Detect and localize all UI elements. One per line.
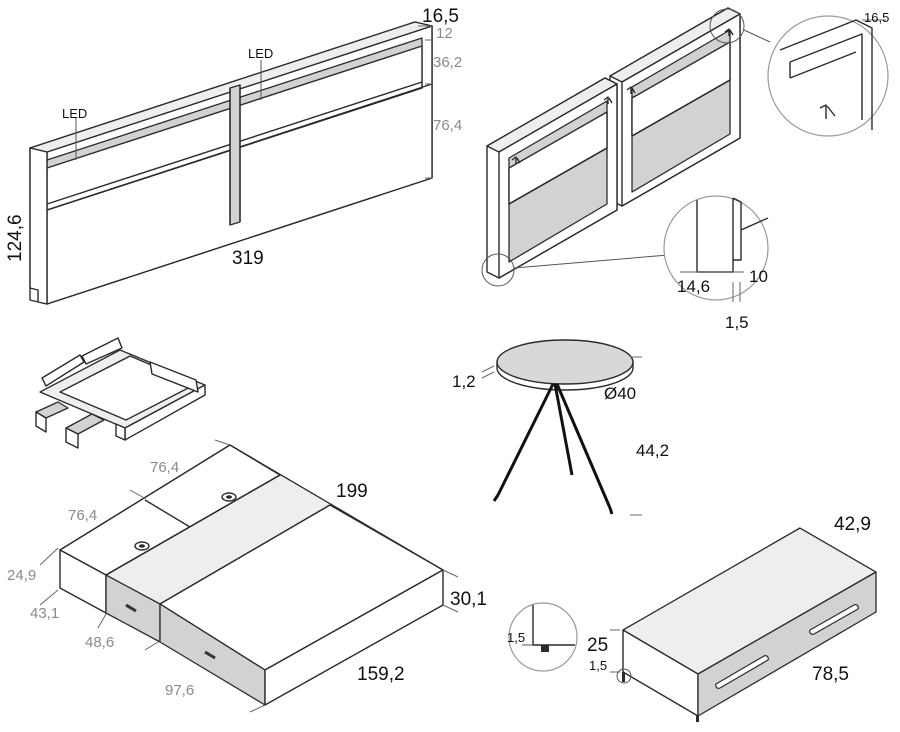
bed-left-height-label: 24,9 [7,567,36,584]
bed-right-height-label: 30,1 [450,589,487,610]
lid-depth-front-label: 76,4 [68,507,97,524]
led-label-left: LED [62,106,87,121]
shelf-height-label: 36,2 [433,54,462,71]
drawer-detail-foot-label: 1,5 [507,630,525,645]
storage-bed-base: 76,4 76,4 199 24,9 30,1 43,1 48,6 97,6 1… [7,439,487,713]
headboard-back-view: 16,5 14,6 10 1,5 [481,7,889,332]
table-height-label: 44,2 [636,441,669,460]
bed-drawer-width-2-label: 97,6 [165,682,194,699]
detail-width-label: 14,6 [677,277,710,296]
bed-open-illustration [35,337,206,449]
bed-length-label: 199 [336,481,368,502]
drawer-unit-depth-label: 42,9 [834,514,871,535]
detail-gap-label: 1,5 [725,313,749,332]
bed-left-width-label: 43,1 [30,605,59,622]
table-top-thickness-label: 1,2 [452,372,476,391]
detail-height-label: 10 [749,267,768,286]
headboard-depth-label: 16,5 [422,6,459,27]
drawer-unit-height-label: 25 [587,635,608,656]
drawer-unit: 42,9 25 1,5 1,5 78,5 [507,514,877,722]
drawer-unit-width-label: 78,5 [812,664,849,685]
detail-depth-label: 16,5 [864,10,889,25]
drawer-unit-foot-label: 1,5 [589,658,607,673]
bed-total-width-label: 159,2 [357,664,405,685]
panel-height-label: 76,4 [433,117,462,134]
total-height-label: 124,6 [5,214,26,262]
table-diameter-label: Ø40 [604,384,636,403]
side-table: 1,2 Ø40 44,2 [452,339,669,516]
top-shelf-label: 12 [436,25,453,42]
total-width-label: 319 [232,248,264,269]
lid-depth-back-label: 76,4 [150,459,179,476]
headboard-front-view: LED LED 16,5 12 36,2 76,4 124,6 319 [5,6,462,305]
led-label-right: LED [248,46,273,61]
bed-drawer-width-label: 48,6 [85,634,114,651]
